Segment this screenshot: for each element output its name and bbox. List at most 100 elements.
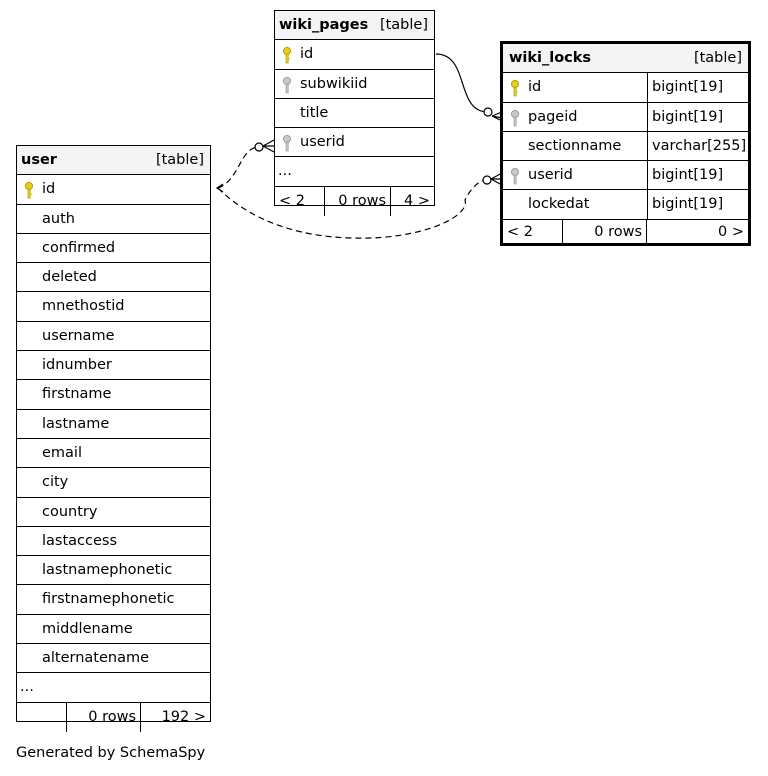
- relation-wiki-pages-userid-to-user-id: [217, 146, 260, 189]
- ellipsis: ...: [278, 163, 292, 180]
- row-count: 0 rows: [563, 219, 647, 246]
- column-type: varchar[255]: [647, 131, 746, 161]
- foreign-key-icon: [283, 135, 291, 152]
- column-row[interactable]: city: [17, 468, 210, 498]
- column-row[interactable]: mnethostid: [17, 292, 210, 322]
- column-name: country: [42, 503, 98, 520]
- column-name: id: [42, 181, 56, 198]
- relation-user-id-arrow: [215, 183, 224, 193]
- column-name: subwikiid: [300, 75, 368, 92]
- table-footer: 0 rows 192 >: [17, 702, 210, 732]
- column-row[interactable]: middlename: [17, 615, 210, 645]
- column-row[interactable]: id: [275, 40, 434, 70]
- children-count[interactable]: 4 >: [404, 192, 430, 209]
- children-count[interactable]: 192 >: [161, 708, 206, 725]
- column-name: userid: [300, 134, 345, 151]
- table-type: [table]: [155, 152, 204, 168]
- column-row[interactable]: lastaccess: [17, 527, 210, 557]
- table-wiki-pages[interactable]: wiki_pages [table] id subwikiid title us…: [274, 10, 435, 217]
- table-name: user: [21, 152, 57, 168]
- table-name: wiki_locks: [509, 50, 592, 66]
- parents-count[interactable]: < 2: [275, 186, 325, 217]
- column-name: firstnamephonetic: [42, 591, 175, 608]
- column-name: userid: [528, 167, 573, 184]
- column-name: confirmed: [42, 239, 116, 256]
- table-header: wiki_locks [table]: [503, 44, 748, 74]
- column-row[interactable]: confirmed: [17, 234, 210, 264]
- column-type: bigint[19]: [647, 190, 723, 219]
- foreign-key-icon: [511, 109, 519, 126]
- column-row[interactable]: firstname: [17, 380, 210, 410]
- column-name: email: [42, 444, 82, 461]
- column-row[interactable]: title: [275, 99, 434, 129]
- column-row[interactable]: firstnamephonetic: [17, 585, 210, 615]
- column-name: idnumber: [42, 357, 112, 374]
- column-row[interactable]: lastnamephonetic: [17, 556, 210, 586]
- relation-wiki-locks-userid-zero-marker: [482, 175, 492, 185]
- table-type: [table]: [693, 50, 742, 66]
- column-name: sectionname: [528, 137, 622, 154]
- column-type: bigint[19]: [647, 73, 723, 102]
- column-row[interactable]: username: [17, 322, 210, 352]
- column-row[interactable]: id bigint[19]: [503, 73, 748, 103]
- table-wiki-locks[interactable]: wiki_locks [table] id bigint[19] pageid …: [500, 41, 751, 246]
- column-row[interactable]: id: [17, 175, 210, 205]
- column-name: auth: [42, 210, 75, 227]
- column-name: firstname: [42, 386, 112, 403]
- relation-wiki-pages-userid-zero-marker: [254, 142, 264, 152]
- primary-key-icon: [283, 47, 291, 64]
- column-name: lastname: [42, 415, 110, 432]
- relation-wiki-pages-userid-crowfoot: [262, 139, 275, 153]
- row-count: 0 rows: [67, 702, 141, 732]
- column-name: id: [528, 79, 542, 96]
- generator-caption: Generated by SchemaSpy: [16, 745, 206, 761]
- ellipsis: ...: [20, 679, 34, 696]
- children-count[interactable]: 0 >: [718, 223, 744, 240]
- column-name: username: [42, 327, 115, 344]
- column-type: bigint[19]: [647, 102, 723, 131]
- column-row[interactable]: sectionname varchar[255]: [503, 131, 748, 162]
- column-name: title: [300, 104, 329, 121]
- relation-pageid-zero-marker: [483, 107, 493, 117]
- table-header: user [table]: [17, 146, 210, 176]
- column-row[interactable]: email: [17, 439, 210, 469]
- column-name: mnethostid: [42, 298, 125, 315]
- column-name: city: [42, 474, 69, 491]
- foreign-key-icon: [511, 168, 519, 185]
- column-name: middlename: [42, 620, 133, 637]
- column-name: deleted: [42, 269, 97, 286]
- column-row[interactable]: userid bigint[19]: [503, 161, 748, 191]
- column-row[interactable]: country: [17, 498, 210, 527]
- column-name: alternatename: [42, 650, 150, 667]
- parents-count[interactable]: < 2: [503, 219, 563, 246]
- column-row[interactable]: alternatename: [17, 644, 210, 674]
- column-name: pageid: [528, 108, 578, 125]
- primary-key-icon: [25, 182, 33, 199]
- more-columns-row[interactable]: ...: [275, 157, 434, 187]
- column-row[interactable]: lastname: [17, 410, 210, 439]
- table-header: wiki_pages [table]: [275, 11, 434, 41]
- table-type: [table]: [379, 17, 428, 33]
- column-row[interactable]: subwikiid: [275, 70, 434, 99]
- column-name: lastaccess: [42, 532, 118, 549]
- column-row[interactable]: idnumber: [17, 351, 210, 381]
- column-row[interactable]: auth: [17, 205, 210, 234]
- column-row[interactable]: pageid bigint[19]: [503, 102, 748, 132]
- primary-key-icon: [511, 80, 519, 97]
- row-count: 0 rows: [325, 186, 391, 217]
- column-row[interactable]: lockedat bigint[19]: [503, 190, 748, 220]
- column-row[interactable]: userid: [275, 128, 434, 158]
- column-row[interactable]: deleted: [17, 263, 210, 293]
- column-name: lastnamephonetic: [42, 562, 173, 579]
- column-type: bigint[19]: [647, 161, 723, 190]
- relation-wiki-locks-userid-to-user-id: [217, 179, 488, 239]
- relation-pageid-to-wiki-pages-id: [435, 53, 489, 113]
- column-name: id: [300, 46, 314, 63]
- more-columns-row[interactable]: ...: [17, 673, 210, 703]
- table-footer: < 2 0 rows 0 >: [503, 219, 748, 246]
- table-user[interactable]: user [table] id auth confirmed deleted m…: [16, 145, 211, 732]
- parents-count[interactable]: [17, 702, 67, 732]
- column-name: lockedat: [528, 196, 590, 213]
- foreign-key-icon: [283, 76, 291, 93]
